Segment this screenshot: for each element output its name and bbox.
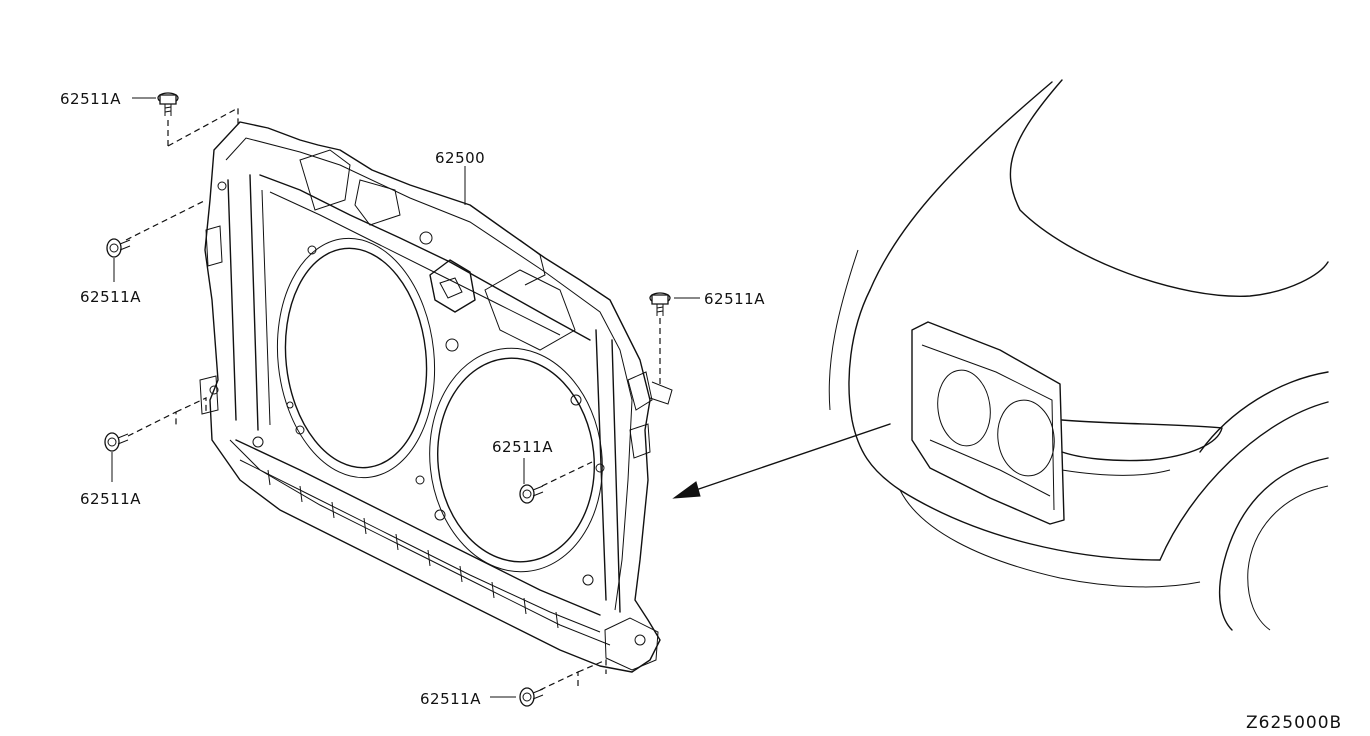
bolt-top-left (157, 92, 179, 116)
label-radiator-core-support: 62500 (435, 149, 485, 167)
vehicle-locator-view (828, 79, 1329, 631)
label-bolt-left-lower: 62511A (80, 490, 141, 508)
leader-lines (111, 97, 700, 698)
label-bolt-center: 62511A (492, 438, 553, 456)
bolt-left-lower (104, 432, 129, 452)
label-bolt-bottom: 62511A (420, 690, 481, 708)
bolt-right-upper (649, 292, 671, 316)
radiator-core-support (199, 121, 673, 673)
label-bolt-left-upper: 62511A (80, 288, 141, 306)
label-bolt-right-upper: 62511A (704, 290, 765, 308)
part-labels: 62511A 62511A 62511A 62511A 62511A 62511… (60, 90, 1342, 733)
bolt-left-upper (106, 238, 131, 258)
locator-arrow (672, 423, 891, 499)
bolt-center (519, 484, 544, 504)
diagram-code: Z625000B (1246, 713, 1342, 733)
bolt-bottom (519, 687, 544, 707)
label-bolt-top-left: 62511A (60, 90, 121, 108)
